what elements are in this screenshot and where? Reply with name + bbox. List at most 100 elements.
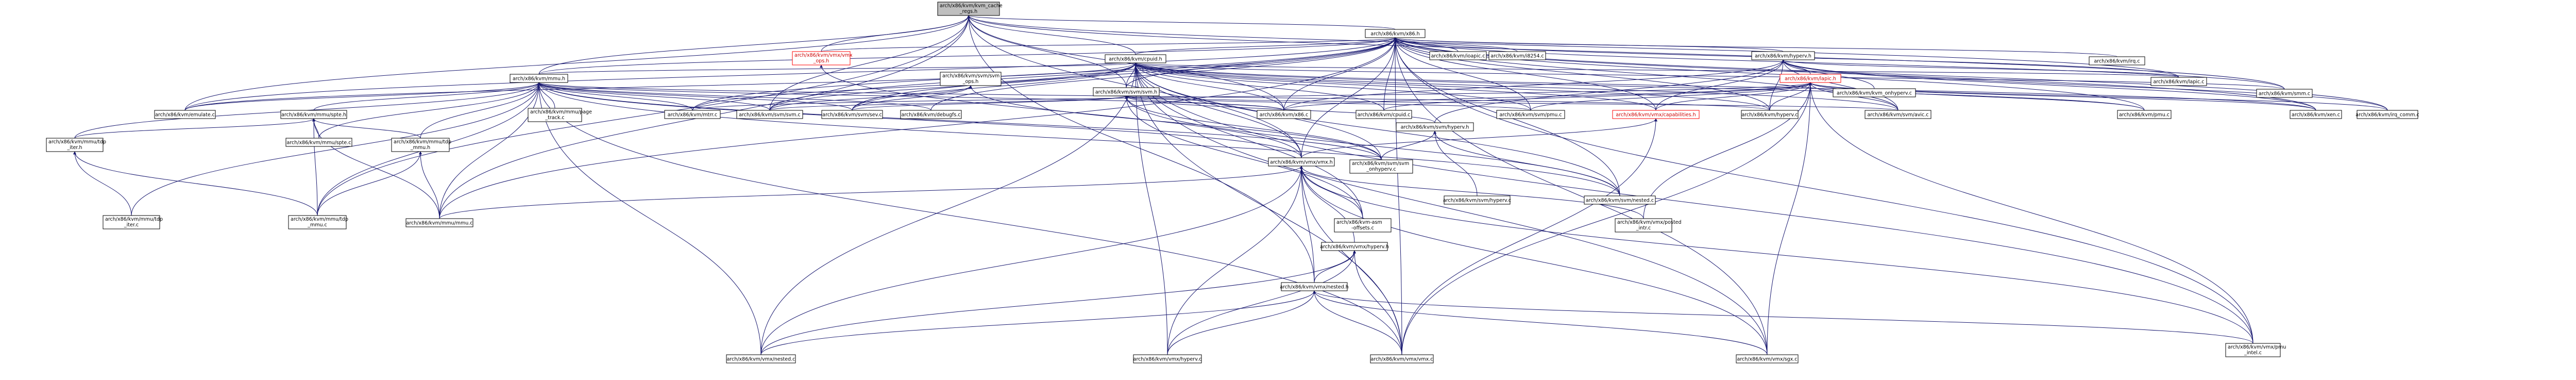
node-mmuspte[interactable]: arch/x86/kvm/mmu/spte.c — [285, 138, 352, 147]
node-svmhv[interactable]: arch/x86/kvm/svm/hyperv.h — [1396, 122, 1474, 131]
node-irqcomm[interactable]: arch/x86/kvm/irq_comm.c — [2355, 110, 2419, 119]
edge-pmuintel-includes-lapich — [1809, 82, 2253, 344]
node-mmuc[interactable]: arch/x86/kvm/mmu/mmu.c — [405, 218, 473, 227]
node-tdpmmuc[interactable]: arch/x86/kvm/mmu/tdp_mmu.c — [288, 215, 348, 229]
node-label: arch/x86/kvm/mmu/spte.h — [281, 112, 346, 118]
edge-svmhvc-includes-svmhv — [1433, 130, 1478, 196]
edge-mmuc-includes-spte — [312, 118, 440, 219]
edge-pmuc-includes-cpuid — [1134, 62, 2145, 111]
edge-sev-includes-x86h — [852, 37, 1397, 111]
edge-vmxnestedc-includes-cpuid — [760, 62, 1137, 355]
node-label: arch/x86/kvm/x86.h — [1370, 31, 1419, 37]
node-label: arch/x86/kvm/hyperv.h — [1755, 54, 1811, 59]
node-vmxops[interactable]: arch/x86/kvm/vmx/vmx_ops.h — [792, 51, 853, 65]
node-i8254[interactable]: arch/x86/kvm/i8254.c — [1488, 51, 1546, 60]
node-pgtrack[interactable]: arch/x86/kvm/mmu/page_track.c — [528, 108, 592, 122]
edge-emulate-includes-x86h — [184, 37, 1397, 111]
node-label: arch/x86/kvm/vmx/posted_intr.c — [1617, 220, 1682, 231]
node-svmc[interactable]: arch/x86/kvm/svm/svm.c — [736, 110, 803, 119]
edge-svmnested-includes-mmuh — [537, 82, 1620, 196]
edge-tdpiterc-includes-mmutdph — [73, 151, 132, 216]
node-mmutdph[interactable]: arch/x86/kvm/mmu/tdp_iter.h — [46, 138, 106, 152]
edge-vmxops-includes-root — [821, 15, 970, 52]
node-label: arch/x86/kvm/svm/svm.h — [1095, 90, 1157, 95]
edge-mmuc-includes-mmuh — [439, 82, 540, 219]
node-label: arch/x86/kvm/vmx/vmx_ops.h — [794, 53, 853, 64]
node-smmc[interactable]: arch/x86/kvm/smm.c — [2256, 89, 2313, 98]
edge-sgx-includes-lapich — [1767, 82, 1812, 355]
edge-hypervc-includes-mmuh — [537, 82, 1770, 111]
node-mtrr[interactable]: arch/x86/kvm/mtrr.c — [664, 110, 721, 119]
node-svmops[interactable]: arch/x86/kvm/svm/svm_ops.h — [940, 72, 1002, 86]
node-mmuh[interactable]: arch/x86/kvm/mmu.h — [510, 74, 568, 83]
edge-tdpmmuc-includes-spte — [312, 118, 318, 216]
node-sgx[interactable]: arch/x86/kvm/vmx/sgx.c — [1736, 354, 1799, 364]
node-vmxhv[interactable]: arch/x86/kvm/vmx/hyperv.h — [1320, 242, 1389, 251]
edge-svmpmu-includes-lapich — [1530, 82, 1812, 111]
edge-mtrr-includes-lapich — [692, 82, 1812, 111]
node-x86h[interactable]: arch/x86/kvm/x86.h — [1365, 29, 1426, 38]
edge-vmxnestedh-includes-vmxhv — [1314, 250, 1356, 283]
node-label: arch/x86/kvm/svm/svm.c — [739, 112, 801, 118]
node-pmuintel[interactable]: arch/x86/kvm/vmx/pmu_intel.c — [2225, 343, 2286, 357]
node-vmxnestedc[interactable]: arch/x86/kvm/vmx/nested.c — [726, 354, 796, 364]
node-capab[interactable]: arch/x86/kvm/vmx/capabilities.h — [1612, 110, 1700, 119]
node-irqc[interactable]: arch/x86/kvm/irq.c — [2089, 56, 2145, 65]
node-lapicc[interactable]: arch/x86/kvm/lapic.c — [2150, 77, 2207, 86]
edge-tdpmmuc-includes-mmutdph — [73, 151, 318, 216]
edge-mmuc-includes-x86h — [439, 37, 1397, 219]
edge-sev-includes-cpuid — [852, 62, 1137, 111]
edge-emulate-includes-cpuid — [184, 62, 1137, 111]
node-label: arch/x86/kvm/cpuid.h — [1109, 57, 1162, 62]
node-xenc[interactable]: arch/x86/kvm/xen.c — [2290, 110, 2342, 119]
node-svmnested[interactable]: arch/x86/kvm/svm/nested.c — [1584, 195, 1656, 205]
node-vmxhvc[interactable]: arch/x86/kvm/vmx/hyperv.c — [1133, 354, 1202, 364]
node-x86c[interactable]: arch/x86/kvm/x86.c — [1257, 110, 1311, 119]
node-sev[interactable]: arch/x86/kvm/svm/sev.c — [821, 110, 883, 119]
edge-vmxh-includes-vmxops — [820, 64, 1302, 158]
node-ioapic[interactable]: arch/x86/kvm/ioapic.c — [1429, 51, 1487, 60]
edge-x86c-includes-lapich — [1283, 82, 1812, 111]
node-asmoff[interactable]: arch/x86/kvm-asm-offsets.c — [1334, 218, 1392, 233]
node-label: arch/x86/kvm/svm/hyperv.h — [1401, 125, 1469, 130]
node-debugfs[interactable]: arch/x86/kvm/debugfs.c — [900, 110, 962, 119]
node-hypervc[interactable]: arch/x86/kvm/hyperv.c — [1741, 110, 1799, 119]
node-vmxc[interactable]: arch/x86/kvm/vmx/vmx.c — [1370, 354, 1434, 364]
node-spte[interactable]: arch/x86/kvm/mmu/spte.h — [280, 110, 347, 119]
node-label: arch/x86/kvm/mmu.h — [513, 76, 565, 82]
node-label: arch/x86/kvm-asm-offsets.c — [1336, 220, 1382, 231]
node-hyperv[interactable]: arch/x86/kvm/hyperv.h — [1751, 51, 1815, 60]
node-cpuid[interactable]: arch/x86/kvm/cpuid.h — [1105, 54, 1166, 63]
edge-svmc-includes-svmops — [769, 85, 972, 111]
node-svmh[interactable]: arch/x86/kvm/svm/svm.h — [1093, 87, 1160, 96]
node-lapich[interactable]: arch/x86/kvm/lapic.h — [1780, 74, 1841, 83]
node-svmhvc[interactable]: arch/x86/kvm/svm/hyperv.c — [1443, 195, 1511, 205]
edge-x86c-includes-hyperv — [1283, 59, 1785, 111]
node-tdpiterc[interactable]: arch/x86/kvm/mmu/tdp_iter.c — [103, 215, 163, 229]
node-svmpmu[interactable]: arch/x86/kvm/svm/pmu.c — [1496, 110, 1565, 119]
edge-svmpmu-includes-svmh — [1125, 95, 1531, 111]
edge-svmc-includes-svmh — [769, 95, 1128, 111]
edge-hypervc-includes-cpuid — [1134, 62, 1770, 111]
edge-pmuintel-includes-vmxnestedh — [1313, 290, 2253, 344]
node-vmxnestedh[interactable]: arch/x86/kvm/vmx/nested.h — [1280, 282, 1349, 291]
node-label: arch/x86/kvm/x86.c — [1260, 112, 1308, 118]
node-cpuidc[interactable]: arch/x86/kvm/cpuid.c — [1355, 110, 1412, 119]
edge-irqc-includes-x86h — [1394, 37, 2117, 57]
edge-tdpmmuh-includes-mmuh — [420, 82, 540, 139]
node-emulate[interactable]: arch/x86/kvm/emulate.c — [154, 110, 216, 119]
node-posted[interactable]: arch/x86/kvm/vmx/posted_intr.c — [1615, 218, 1682, 233]
node-label: arch/x86/kvm/lapic.h — [1785, 76, 1836, 82]
node-vmxh[interactable]: arch/x86/kvm/vmx/vmx.h — [1268, 157, 1335, 167]
edge-irqcomm-includes-lapich — [1809, 82, 2388, 111]
node-label: arch/x86/kvm/svm/svm_ops.h — [942, 73, 999, 85]
node-avic[interactable]: arch/x86/kvm/svm/avic.c — [1865, 110, 1931, 119]
node-label: arch/x86/kvm/vmx/vmx.h — [1270, 160, 1333, 166]
node-svmonhyperv[interactable]: arch/x86/kvm/svm/svm_onhyperv.c — [1349, 159, 1413, 174]
edge-posted-includes-lapich — [1643, 82, 1812, 219]
node-tdpmmuh[interactable]: arch/x86/kvm/mmu/tdp_mmu.h — [391, 138, 451, 152]
node-root[interactable]: arch/x86/kvm/kvm_cache_regs.h — [937, 2, 1003, 16]
edge-tdpiterc-includes-mmuh — [131, 82, 540, 216]
node-svmonhv[interactable]: arch/x86/kvm/kvm_onhyperv.c — [1833, 88, 1916, 97]
node-pmuc[interactable]: arch/x86/kvm/pmu.c — [2117, 110, 2172, 119]
